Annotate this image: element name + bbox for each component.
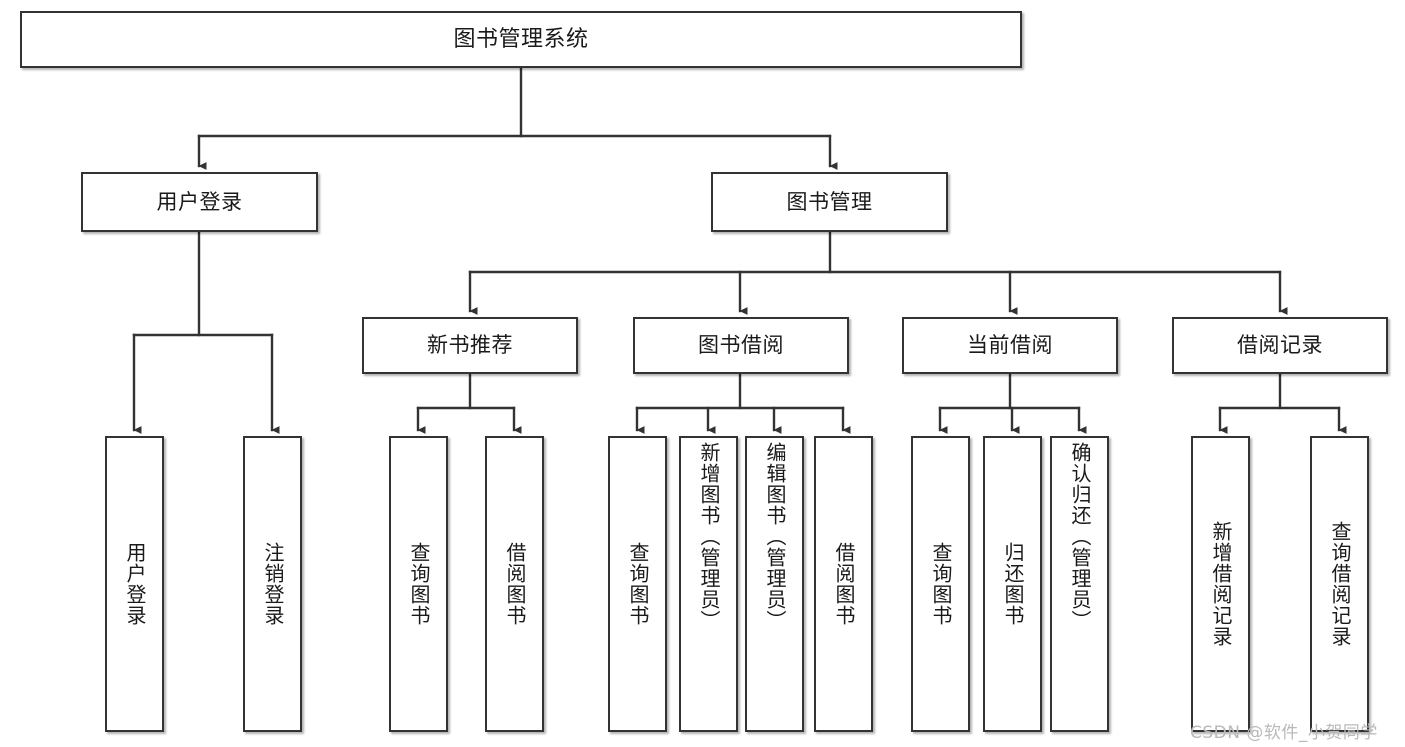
leaf-confirm-return[interactable]: 确认归还（管理员） [1050,436,1109,732]
node-book-borrow[interactable]: 图书借阅 [633,317,849,374]
node-book-manage[interactable]: 图书管理 [711,172,948,232]
leaf-return-book-label: 归还图书 [1001,542,1025,626]
leaf-user-login-label: 用户登录 [123,542,147,626]
leaf-add-book-label: 新增图书（管理员） [697,442,721,631]
leaf-edit-book-label: 编辑图书（管理员） [763,442,787,631]
node-new-book-rec[interactable]: 新书推荐 [362,317,578,374]
leaf-query-book-cur-label: 查询图书 [929,542,953,626]
leaf-query-record[interactable]: 查询借阅记录 [1310,436,1369,732]
leaf-edit-book[interactable]: 编辑图书（管理员） [745,436,804,732]
leaf-add-book[interactable]: 新增图书（管理员） [679,436,738,732]
leaf-borrow-book[interactable]: 借阅图书 [814,436,873,732]
csdn-watermark: CSDN @软件_小贺同学 [1190,723,1378,743]
node-root[interactable]: 图书管理系统 [20,11,1022,68]
leaf-user-login[interactable]: 用户登录 [105,436,164,732]
leaf-add-record-label: 新增借阅记录 [1209,521,1233,647]
leaf-query-book-rec-label: 查询图书 [407,542,431,626]
leaf-query-book-borrow-label: 查询图书 [626,542,650,626]
node-root-label: 图书管理系统 [453,26,589,52]
leaf-add-record[interactable]: 新增借阅记录 [1191,436,1250,732]
node-user-login-label: 用户登录 [156,189,243,214]
leaf-borrow-book-rec-label: 借阅图书 [503,542,527,626]
node-book-borrow-label: 图书借阅 [698,333,784,358]
leaf-borrow-book-rec[interactable]: 借阅图书 [485,436,544,732]
leaf-query-book-borrow[interactable]: 查询图书 [608,436,667,732]
node-current-borrow[interactable]: 当前借阅 [902,317,1118,374]
node-borrow-record[interactable]: 借阅记录 [1172,317,1388,374]
leaf-confirm-return-label: 确认归还（管理员） [1068,442,1092,631]
leaf-return-book[interactable]: 归还图书 [983,436,1042,732]
leaf-query-record-label: 查询借阅记录 [1328,521,1352,647]
leaf-query-book-cur[interactable]: 查询图书 [911,436,970,732]
node-user-login[interactable]: 用户登录 [81,172,318,232]
leaf-user-logout[interactable]: 注销登录 [243,436,302,732]
node-borrow-record-label: 借阅记录 [1237,333,1323,358]
leaf-query-book-rec[interactable]: 查询图书 [389,436,448,732]
node-current-borrow-label: 当前借阅 [967,333,1053,358]
node-book-manage-label: 图书管理 [786,189,873,214]
leaf-user-logout-label: 注销登录 [261,542,285,626]
leaf-borrow-book-label: 借阅图书 [832,542,856,626]
node-new-book-rec-label: 新书推荐 [427,333,513,358]
